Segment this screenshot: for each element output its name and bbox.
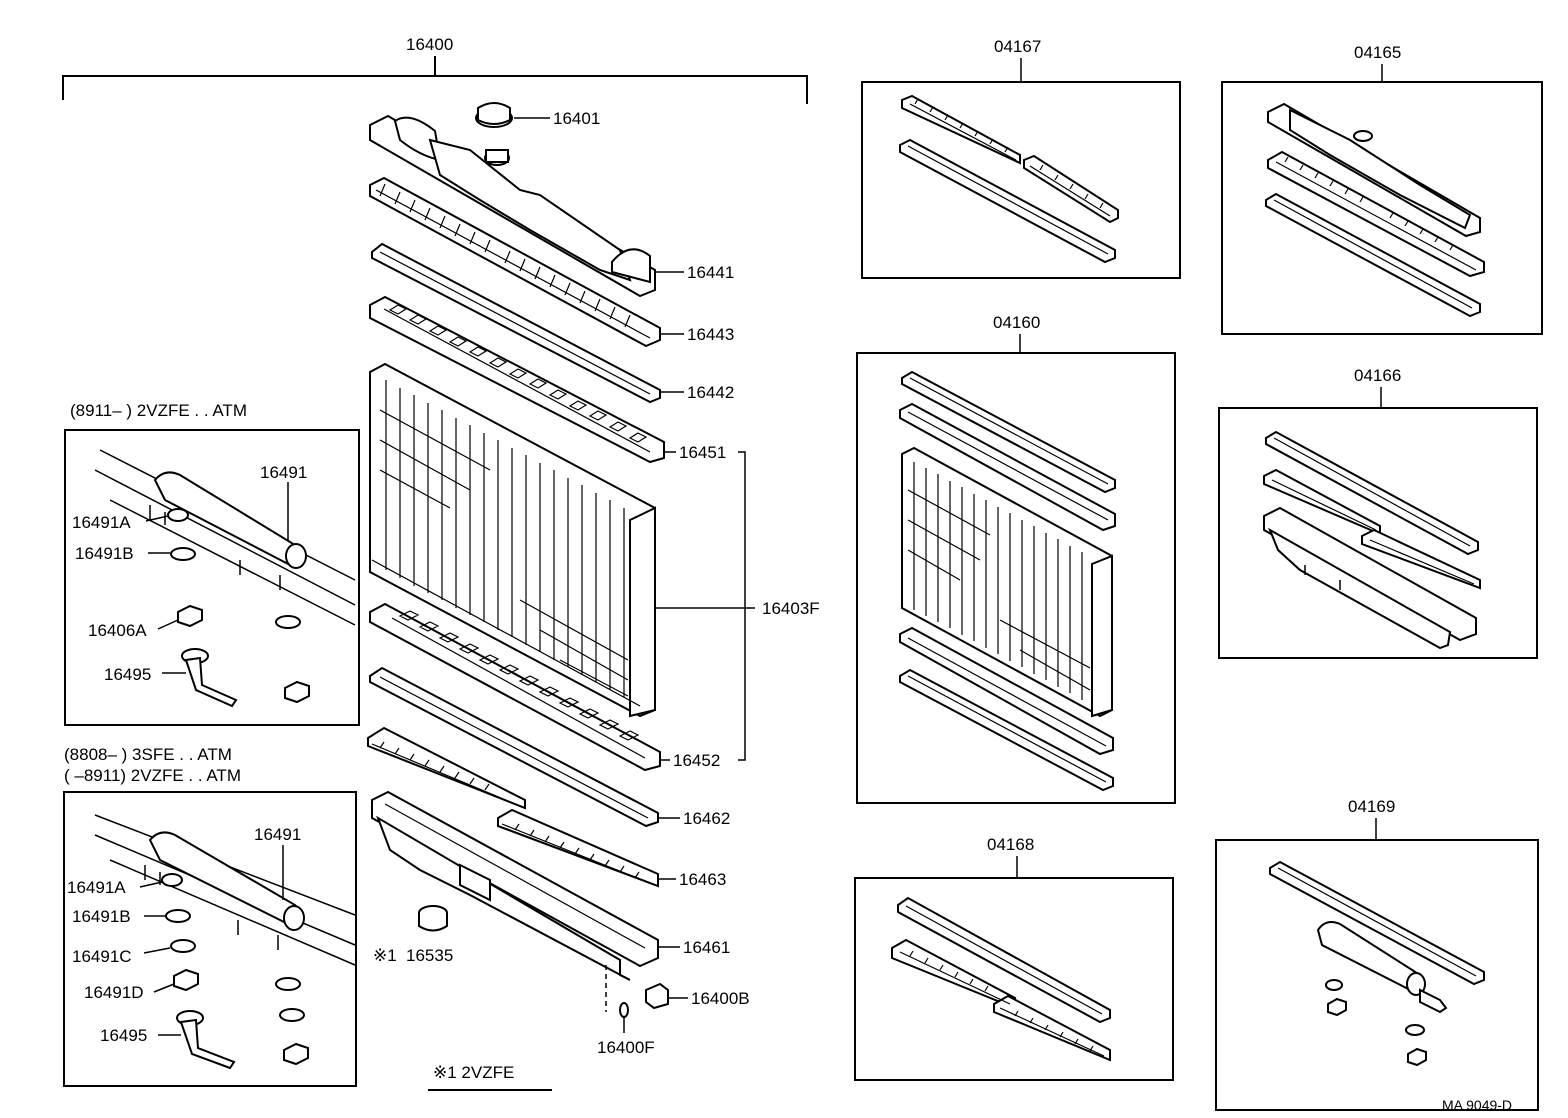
kit-04160-code: 04160 (993, 313, 1040, 332)
kit-04169: 04169 (1215, 797, 1539, 1111)
footnote: ※1 2VZFE (428, 1063, 552, 1091)
core-label: 16403F (762, 599, 820, 618)
assembly-label: 16400 (406, 35, 453, 54)
inset-bottom-bolt-label: 16491A (67, 878, 126, 897)
kit-04166-code: 04166 (1354, 366, 1401, 385)
radiator-cap: 16401 (475, 102, 600, 128)
kit-04165: 04165 (1221, 43, 1543, 335)
cushion: ※1 16535 (373, 905, 453, 965)
upper-gasket-label: 16442 (687, 383, 734, 402)
upper-gasket-plate: 16443 (369, 176, 734, 348)
upper-plate-label: 16451 (679, 443, 726, 462)
inset-bottom-pipe-label: 16491 (254, 825, 301, 844)
upper-gasket: 16442 (371, 242, 734, 404)
inset-top-gasket-label: 16491B (75, 544, 134, 563)
upper-tank-label: 16441 (687, 263, 734, 282)
kit-04166: 04166 (1218, 366, 1538, 659)
kit-04167: 04167 (861, 37, 1181, 279)
inset-top: (8911– ) 2VZFE . . ATM 16491 16491A 1649… (64, 401, 360, 726)
inset-bottom: (8808– ) 3SFE . . ATM ( –8911) 2VZFE . .… (63, 745, 357, 1087)
cap-label: 16401 (553, 109, 600, 128)
upper-tank: 16441 (369, 114, 734, 298)
lower-gasket: 16462 (369, 666, 730, 828)
lower-tank: 16461 (371, 790, 730, 981)
upper-plate: 16451 (369, 295, 726, 464)
inset-top-nut-label: 16406A (88, 621, 147, 640)
inset-top-pipe-label: 16491 (260, 463, 307, 482)
lower-gasket-plate: 16463 (367, 726, 726, 889)
kit-04169-code: 04169 (1348, 797, 1395, 816)
figure-code: MA 9049-D (1442, 1097, 1512, 1113)
lower-tank-label: 16461 (683, 938, 730, 957)
kit-04165-code: 04165 (1354, 43, 1401, 62)
assembly-bracket: 16400 (62, 35, 808, 104)
radiator-core: 16403F (369, 362, 820, 761)
kit-04168-code: 04168 (987, 835, 1034, 854)
inset-bottom-nut-label: 16491D (84, 983, 144, 1002)
cushion-mark: ※1 (373, 946, 397, 965)
kit-04168: 04168 (854, 835, 1174, 1081)
inset-bottom-heading-2: ( –8911) 2VZFE . . ATM (64, 766, 241, 785)
drain-plug-label: 16400F (597, 1038, 655, 1057)
lower-gasket-label: 16462 (683, 809, 730, 828)
lower-gasket-plate-label: 16463 (679, 870, 726, 889)
inset-top-hose-label: 16495 (104, 665, 151, 684)
kit-04160: 04160 (856, 313, 1176, 804)
inset-bottom-hose-label: 16495 (100, 1026, 147, 1045)
lower-plate: 16452 (369, 602, 720, 772)
inset-bottom-gasket-b-label: 16491B (72, 907, 131, 926)
inset-top-heading: (8911– ) 2VZFE . . ATM (70, 401, 247, 420)
lower-plate-label: 16452 (673, 751, 720, 770)
footnote-text: ※1 2VZFE (433, 1063, 514, 1082)
inset-bottom-gasket-c-label: 16491C (72, 947, 132, 966)
cushion-label: 16535 (406, 946, 453, 965)
inset-bottom-heading-1: (8808– ) 3SFE . . ATM (64, 745, 232, 764)
drain-cock-label: 16400B (691, 989, 750, 1008)
kit-04167-code: 04167 (994, 37, 1041, 56)
inset-top-bolt-label: 16491A (72, 513, 131, 532)
drain-parts: 16400F 16400B (597, 965, 750, 1057)
upper-gasket-plate-label: 16443 (687, 325, 734, 344)
